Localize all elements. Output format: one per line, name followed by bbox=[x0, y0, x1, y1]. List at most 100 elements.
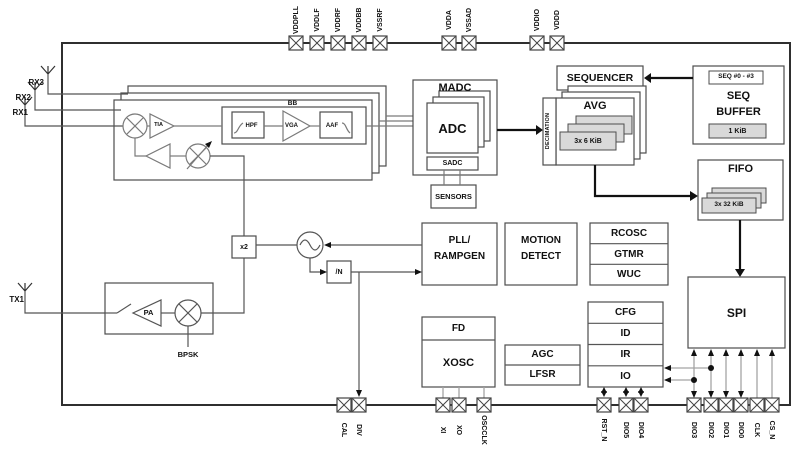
ir-label: IR bbox=[620, 349, 631, 360]
fd-xosc-block bbox=[421, 316, 496, 388]
rx1-label: RX1 bbox=[12, 107, 28, 117]
seq-buffer-mem-label: 1 KiB bbox=[728, 127, 747, 135]
gtmr-label: GTMR bbox=[614, 248, 644, 260]
pa-label: PA bbox=[143, 308, 154, 318]
oscillator-icon bbox=[296, 231, 324, 259]
sadc-label: SADC bbox=[442, 160, 463, 167]
div-pin-arrowhead bbox=[356, 390, 362, 397]
seq-buffer-label-1: SEQ bbox=[726, 90, 751, 102]
xosc-label: XOSC bbox=[442, 357, 475, 369]
decimation-label: DECIMATION bbox=[545, 112, 552, 150]
io-label: IO bbox=[620, 370, 631, 382]
pin-label-dio4: DIO4 bbox=[637, 421, 645, 439]
pll-label-2: RAMPGEN bbox=[433, 251, 486, 262]
pin-label-vddrf: VDDRF bbox=[334, 7, 342, 33]
aaf-filter-icon bbox=[319, 111, 353, 139]
seq-buffer-mem bbox=[708, 123, 767, 139]
osc-to-divn-wire bbox=[309, 258, 320, 273]
tia-label: TIA bbox=[154, 122, 163, 129]
decimation-strip bbox=[542, 97, 557, 166]
wuc-label: WUC bbox=[617, 268, 641, 280]
fd-label: FD bbox=[451, 322, 466, 334]
motion-label-2: DETECT bbox=[521, 251, 561, 262]
agc-label: AGC bbox=[531, 349, 554, 360]
pin-label-dio3: DIO3 bbox=[690, 421, 698, 439]
seqbuf-arrowhead bbox=[644, 73, 651, 83]
hpf-filter-icon bbox=[231, 111, 265, 139]
adc-to-avg-arrowhead bbox=[536, 125, 543, 135]
x2-multiplier-box bbox=[231, 235, 257, 259]
avg-to-fifo-arrow bbox=[593, 165, 690, 198]
x2-to-mixer-wire bbox=[201, 258, 245, 314]
cfg-label: CFG bbox=[614, 306, 637, 318]
pin-label-cs-n: CS_N bbox=[768, 420, 776, 440]
rx3-antenna-icon bbox=[40, 65, 56, 75]
rx2-feed-line bbox=[34, 90, 121, 111]
rx3-feed-line bbox=[47, 74, 128, 95]
id-label: ID bbox=[620, 327, 631, 339]
rx3-label: RX3 bbox=[28, 77, 44, 87]
adc-stack bbox=[426, 90, 491, 154]
tx1-label: TX1 bbox=[9, 294, 24, 304]
bb-label: BB bbox=[287, 100, 298, 108]
avg-label: AVG bbox=[583, 100, 607, 112]
sensors-block bbox=[430, 184, 477, 209]
io-side-taps bbox=[664, 365, 714, 383]
spi-label: SPI bbox=[726, 305, 747, 320]
pin-label-vddd: VDDD bbox=[553, 10, 561, 30]
pin-label-dio2: DIO2 bbox=[707, 421, 715, 439]
motion-detect-block bbox=[504, 222, 578, 286]
divn-to-pll-arrowhead bbox=[415, 269, 422, 275]
pin-label-xi: XI bbox=[439, 426, 447, 434]
pa-block bbox=[104, 282, 214, 335]
seq-range-tag bbox=[708, 70, 764, 85]
lfsr-label: LFSR bbox=[529, 369, 556, 380]
pin-label-vssad: VSSAD bbox=[465, 7, 473, 33]
fifo-mem-label: 3x 32 KiB bbox=[714, 201, 744, 209]
avg-block bbox=[542, 85, 647, 166]
vga-label: VGA bbox=[284, 123, 298, 129]
madc-label: MADC bbox=[438, 81, 472, 94]
timers-block bbox=[589, 222, 669, 286]
sadc-block bbox=[426, 156, 479, 171]
hpf-label: HPF bbox=[245, 123, 258, 129]
osc-to-divn-arrowhead bbox=[320, 269, 327, 275]
registers-block bbox=[587, 301, 664, 388]
aaf-label: AAF bbox=[325, 123, 339, 129]
pin-label-vddbb: VDDBB bbox=[355, 7, 363, 33]
pin-label-vddlf: VDDLF bbox=[313, 8, 321, 32]
spi-block bbox=[687, 276, 786, 349]
divn-label: /N bbox=[335, 268, 343, 276]
seq-range-label: SEQ #0 - #3 bbox=[718, 73, 754, 81]
pin-label-div: DIV bbox=[355, 424, 363, 436]
pin-label-rst-n: RST_N bbox=[600, 418, 608, 442]
tx1-feed-line bbox=[24, 291, 105, 314]
pll-to-osc-arrowhead bbox=[324, 242, 331, 248]
fifo-label: FIFO bbox=[727, 163, 754, 175]
x2-label: x2 bbox=[240, 243, 248, 251]
fifo-mem bbox=[701, 197, 757, 214]
rx2-label: RX2 bbox=[15, 92, 31, 102]
pin-label-vddpll: VDDPLL bbox=[292, 6, 300, 34]
pin-label-clk: CLK bbox=[753, 422, 761, 438]
pin-label-vssrf: VSSRF bbox=[376, 8, 384, 32]
avg-mem bbox=[559, 131, 617, 151]
seq-buffer-label-2: BUFFER bbox=[716, 106, 761, 118]
pin-label-dio5: DIO5 bbox=[622, 421, 630, 439]
sequencer-label: SEQUENCER bbox=[566, 71, 634, 84]
rx1-feed-line bbox=[24, 105, 123, 127]
rcosc-label: RCOSC bbox=[610, 227, 648, 239]
rx-lo-wire bbox=[134, 138, 146, 157]
pll-label-1: PLL/ bbox=[448, 235, 471, 246]
chip-boundary bbox=[61, 42, 791, 406]
fifo-to-spi-arrowhead bbox=[735, 269, 745, 277]
fifo-block bbox=[697, 159, 784, 221]
lo-to-x2-wire bbox=[210, 155, 245, 236]
bpsk-label: BPSK bbox=[177, 349, 199, 359]
pin-label-xo: XO bbox=[455, 424, 463, 436]
tx-switch-icon bbox=[105, 303, 132, 314]
pin-label-dio1: DIO1 bbox=[722, 421, 730, 439]
avg-mem-label: 3x 6 KiB bbox=[574, 137, 602, 145]
spi-pin-connectors bbox=[691, 349, 775, 398]
